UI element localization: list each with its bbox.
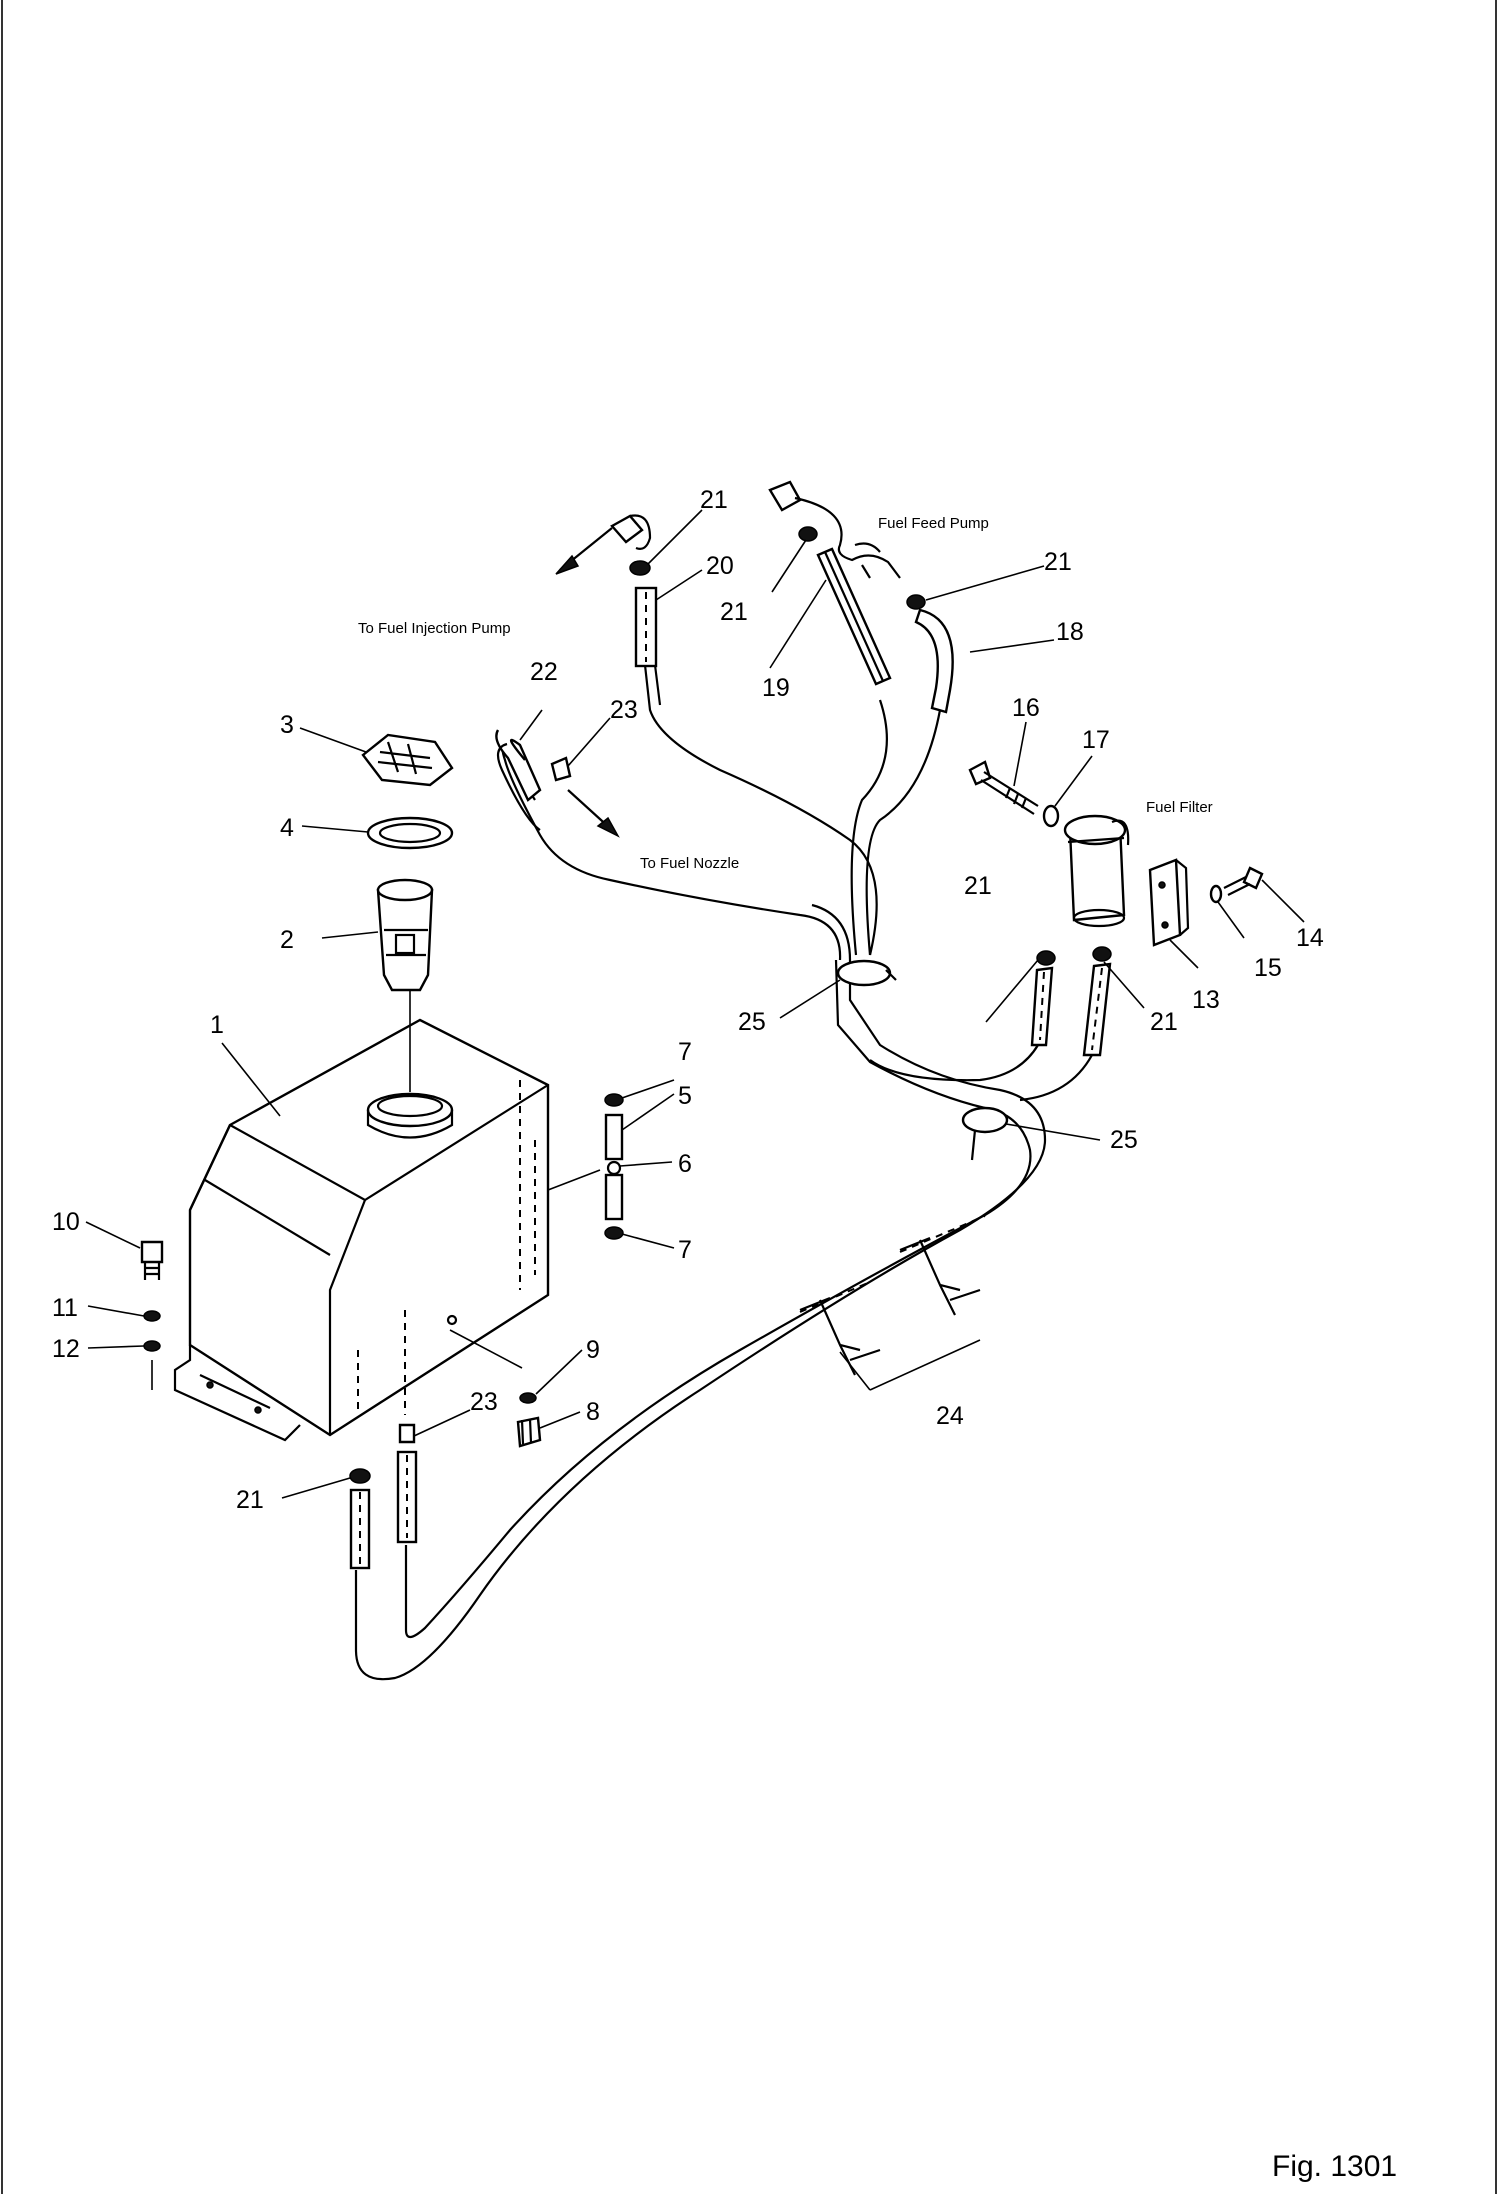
callout-10: 10 — [52, 1208, 80, 1236]
bottom-hose-right — [396, 1450, 418, 1544]
callout-7-bottom: 7 — [678, 1236, 692, 1264]
note-to-fuel-injection-pump: To Fuel Injection Pump — [358, 620, 511, 637]
callout-25-upper: 25 — [738, 1008, 766, 1036]
callout-21-drain: 21 — [236, 1486, 264, 1514]
callout-18: 18 — [1056, 618, 1084, 646]
callout-11: 11 — [52, 1294, 78, 1322]
fuel-feed-pump — [768, 480, 901, 579]
callout-20: 20 — [706, 552, 734, 580]
filter-hose-right — [1019, 962, 1112, 1102]
callout-5: 5 — [678, 1082, 692, 1110]
filter-outlet-clamp-right — [1092, 946, 1112, 962]
injection-pump-connector — [610, 514, 652, 550]
drain-plug — [516, 1416, 542, 1448]
filter-outlet-clamp-left — [1036, 950, 1056, 966]
hose-clamp-lower — [961, 1106, 1009, 1161]
drain-clamp-left — [349, 1468, 371, 1484]
callout-4: 4 — [280, 814, 294, 842]
filter-hose — [865, 608, 954, 956]
hose-clamp-upper — [836, 959, 897, 987]
callout-25-lower: 25 — [1110, 1126, 1138, 1154]
flat-washer — [143, 1340, 161, 1352]
callout-3: 3 — [280, 711, 294, 739]
filter-bracket — [1148, 858, 1190, 947]
callout-22: 22 — [530, 658, 558, 686]
bottom-hose-left — [349, 1488, 371, 1570]
feed-pipe — [816, 547, 892, 956]
assembly-line-drain — [449, 1329, 523, 1369]
mount-bolt — [140, 1240, 164, 1280]
drain-washer — [519, 1392, 537, 1404]
filter-hose-left — [869, 966, 1054, 1082]
gasket — [366, 816, 454, 850]
callout-24: 24 — [936, 1402, 964, 1430]
callout-15: 15 — [1254, 954, 1282, 982]
arrowhead-injection — [555, 554, 580, 575]
callout-1: 1 — [210, 1011, 224, 1039]
callout-13: 13 — [1192, 986, 1220, 1014]
feed-clamp — [798, 526, 818, 542]
spring-washer — [143, 1310, 161, 1322]
pipe-clip-right — [899, 1215, 986, 1316]
gauge-cap-top — [604, 1093, 624, 1107]
arrowhead-nozzle — [596, 816, 620, 838]
bracket-bolt-long — [968, 760, 1039, 815]
figure-label: Fig. 1301 — [1272, 2150, 1397, 2183]
strainer — [376, 878, 434, 992]
bracket-bolt-short — [1223, 866, 1264, 896]
bolt-washer-short — [1209, 884, 1223, 904]
callout-14: 14 — [1296, 924, 1324, 952]
filler-cap — [361, 733, 454, 787]
callout-16: 16 — [1012, 694, 1040, 722]
pipe-clip-left — [799, 1281, 881, 1376]
bolt-washer-long — [1042, 804, 1060, 828]
injection-hose — [634, 586, 658, 668]
injection-clamp — [629, 560, 651, 576]
callout-6: 6 — [678, 1150, 692, 1178]
injection-pipe — [643, 664, 878, 956]
callout-8: 8 — [586, 1398, 600, 1426]
callout-21-filter-left: 21 — [964, 872, 992, 900]
callout-23-upper: 23 — [610, 696, 638, 724]
callout-21-feed: 21 — [720, 598, 748, 626]
elbow-return — [550, 756, 572, 782]
note-fuel-feed-pump: Fuel Feed Pump — [878, 515, 989, 532]
return-hose — [495, 729, 542, 831]
callout-7-top: 7 — [678, 1038, 692, 1066]
callout-19: 19 — [762, 674, 790, 702]
gauge-seal — [606, 1160, 622, 1176]
gauge-pipe-upper — [604, 1113, 624, 1161]
callout-21-filter-hose: 21 — [1044, 548, 1072, 576]
note-to-fuel-nozzle: To Fuel Nozzle — [640, 855, 739, 872]
fuel-filter — [1063, 814, 1130, 928]
callout-17: 17 — [1082, 726, 1110, 754]
callout-2: 2 — [280, 926, 294, 954]
gauge-cap-bottom — [604, 1226, 624, 1240]
filter-hose-clamp — [906, 594, 926, 610]
callout-23-lower: 23 — [470, 1388, 498, 1416]
callout-9: 9 — [586, 1336, 600, 1364]
gauge-pipe-lower — [604, 1173, 624, 1221]
assembly-line-gauge — [547, 1169, 601, 1191]
leader-lines — [85, 509, 1305, 1499]
callout-12: 12 — [52, 1335, 80, 1363]
note-fuel-filter: Fuel Filter — [1146, 799, 1213, 816]
fuel-tank — [173, 1018, 550, 1442]
callout-21-filter-right: 21 — [1150, 1008, 1178, 1036]
drain-elbow — [398, 1423, 416, 1444]
callout-21-injection: 21 — [700, 486, 728, 514]
